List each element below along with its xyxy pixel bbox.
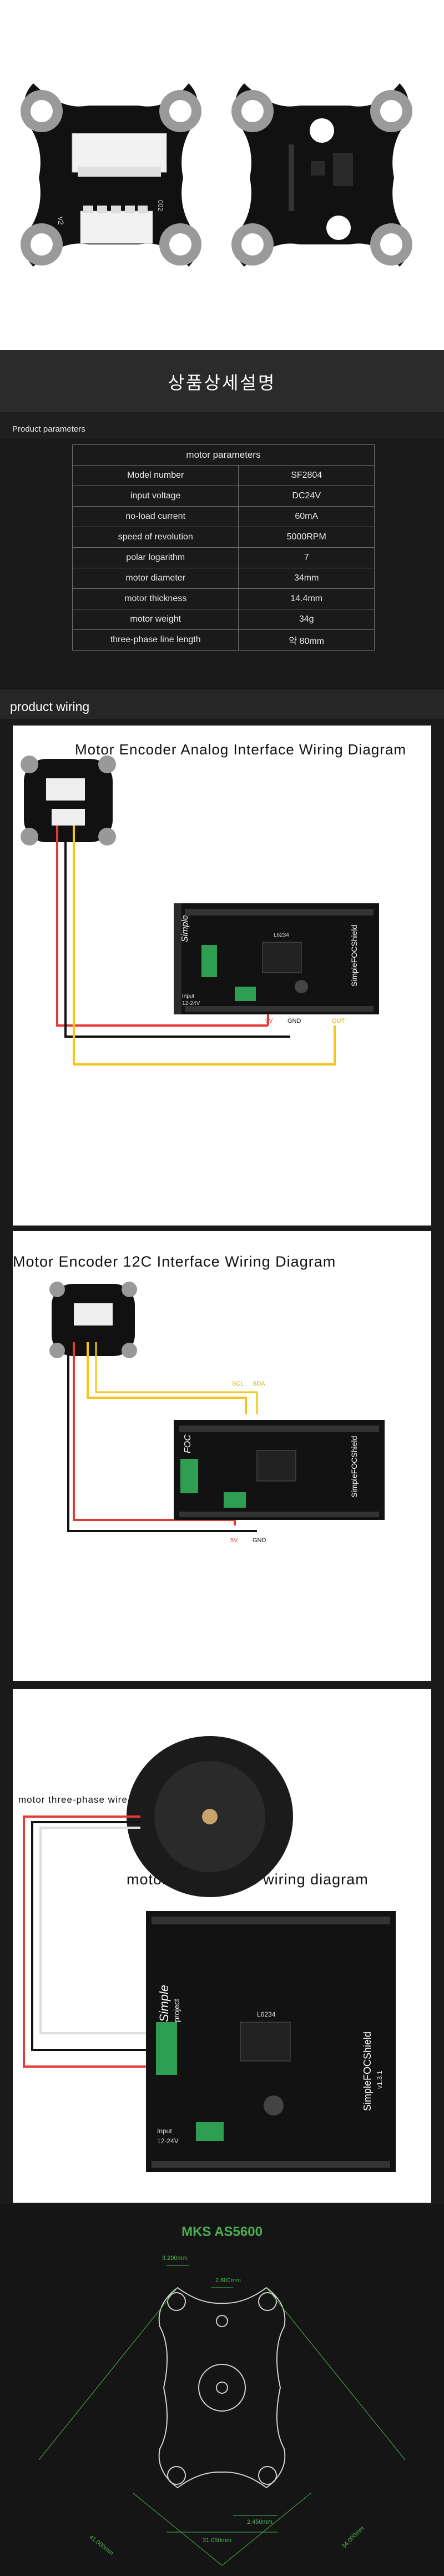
detail-title-banner: 상품상세설명	[0, 350, 444, 412]
board-chip: L6234	[274, 932, 289, 938]
param-value: 34mm	[238, 568, 375, 589]
board-brand: Simple	[157, 1985, 171, 2022]
pcb-code-label: 002	[157, 200, 164, 211]
dim-label-2: 2.600mm	[215, 2277, 241, 2284]
product-photo: v2 002	[0, 0, 444, 350]
param-value: 60mA	[238, 506, 375, 527]
param-value: 7	[238, 547, 375, 568]
table-header-row: motor parameters	[72, 444, 375, 466]
param-value: DC24V	[238, 486, 375, 507]
param-value: SF2804	[238, 465, 375, 486]
encoder-boards-illustration: v2 002	[21, 83, 412, 267]
board-shield-name: SimpleFOCShield	[362, 2032, 373, 2111]
board-version: v1.3.1	[376, 2070, 384, 2089]
foc-shield-board: Simple L6234 Input 12-24V SimpleFOCShiel…	[174, 903, 379, 1014]
pin-label-gnd: GND	[253, 1537, 266, 1544]
wiring-heading: product wiring	[10, 699, 90, 714]
param-key: input voltage	[72, 486, 239, 507]
board-brand-project: project	[172, 1999, 181, 2022]
wire-sda	[95, 1342, 258, 1414]
dim-label-3: 2.450mm	[247, 2519, 273, 2525]
board-input-range: 12-24V	[182, 1001, 200, 1007]
encoder-board	[21, 756, 116, 846]
wiring-section-header: product wiring	[0, 690, 444, 719]
param-key: speed of revolution	[72, 527, 239, 548]
pin-label-sda: SDA	[253, 1380, 265, 1387]
board-input-label: Input	[157, 2127, 172, 2135]
left-encoder-board: v2 002	[21, 83, 201, 267]
board-input-label: Input	[182, 993, 194, 999]
board-chip: L6234	[257, 2010, 276, 2018]
board-input-range: 12-24V	[157, 2137, 179, 2145]
analog-wiring-diagram: Simple L6234 Input 12-24V SimpleFOCShiel…	[21, 756, 379, 1066]
foc-shield-board: FOC SimpleFOCShield	[174, 1420, 385, 1520]
board-brand: FOC	[183, 1434, 193, 1453]
phase-wire-label: motor three-phase wire	[18, 1794, 128, 1805]
param-key: polar logarithm	[72, 547, 239, 568]
wire-5v	[73, 1342, 236, 1525]
analog-wiring-title: Motor Encoder Analog Interface Wiring Di…	[75, 741, 407, 758]
pin-label-5v: 5V	[265, 1018, 273, 1024]
param-value: 34g	[238, 609, 375, 630]
pin-label-out: OUT	[332, 1018, 345, 1024]
dimension-drawing: 3.200mm 2.600mm 2.450mm 31.050mm 41.000m…	[38, 2255, 406, 2566]
board-brand: Simple	[180, 915, 190, 942]
param-value: 5000RPM	[238, 527, 375, 548]
wire-phase-a	[23, 1815, 157, 2068]
dimension-title: MKS AS5600	[181, 2224, 263, 2239]
analog-wiring-panel: Motor Encoder Analog Interface Wiring Di…	[13, 726, 431, 1226]
wire-5v	[56, 826, 268, 1027]
i2c-wiring-panel: Motor Encoder 12C Interface Wiring Diagr…	[13, 1231, 431, 1681]
pin-label-5v: 5V	[230, 1537, 238, 1544]
dim-label-1: 3.200mm	[162, 2255, 188, 2262]
param-key: three-phase line length	[72, 629, 239, 651]
param-key: motor diameter	[72, 568, 239, 589]
pcb-version-label: v2	[57, 217, 65, 225]
encoder-board	[49, 1282, 137, 1358]
params-heading: Product parameters	[12, 424, 85, 434]
dimension-drawing-section: MKS AS5600 3.200mm 2.600mm 2.450mm 31.05…	[0, 2204, 444, 2576]
param-key: no-load current	[72, 506, 239, 527]
pcb-outline	[158, 2287, 286, 2489]
board-shield-name: SimpleFOCShield	[350, 925, 359, 987]
dim-label-4: 31.050mm	[203, 2537, 231, 2544]
dim-label-6: 34.000mm	[341, 2525, 366, 2550]
wire-gnd	[64, 826, 290, 1038]
dim-label-5: 41.000mm	[88, 2534, 114, 2557]
wire-phase-b	[31, 1821, 157, 2051]
bldc-motor	[127, 1736, 293, 1897]
wire-phase-c	[39, 1827, 157, 2034]
param-key: motor weight	[72, 609, 239, 630]
right-encoder-board	[231, 83, 412, 267]
board-shield-name: SimpleFOCShield	[350, 1436, 359, 1498]
params-section-header: Product parameters	[0, 412, 444, 439]
i2c-wiring-title: Motor Encoder 12C Interface Wiring Diagr…	[13, 1253, 336, 1270]
param-key: motor thickness	[72, 588, 239, 609]
pin-label-gnd: GND	[287, 1018, 301, 1024]
phase-wiring-diagram: Simple project L6234 Input 12-24V Simple…	[23, 1736, 396, 2172]
param-value: 14.4mm	[238, 588, 375, 609]
phase-wiring-panel: motor three-phase wire motor three-phase…	[13, 1689, 431, 2203]
param-value: 약 80mm	[238, 629, 375, 651]
i2c-wiring-diagram: FOC SimpleFOCShield SCL SDA 5V GND	[49, 1282, 385, 1544]
pin-label-scl: SCL	[232, 1380, 244, 1387]
wire-out	[73, 826, 336, 1066]
param-key: Model number	[72, 465, 239, 486]
table-header: motor parameters	[72, 444, 375, 466]
detail-title: 상품상세설명	[168, 372, 276, 393]
foc-shield-board: Simple project L6234 Input 12-24V Simple…	[146, 1911, 396, 2172]
wire-gnd	[67, 1342, 257, 1532]
wire-scl	[87, 1342, 247, 1414]
